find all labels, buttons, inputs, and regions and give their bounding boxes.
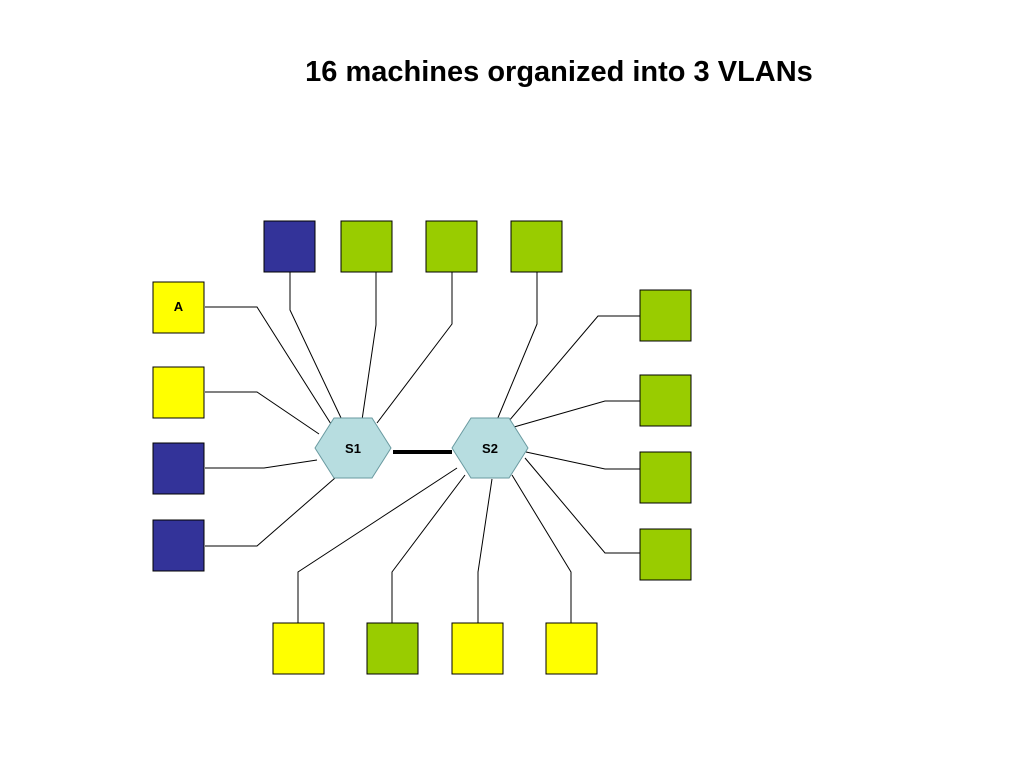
link-r1-s2 xyxy=(507,315,640,423)
machine-box xyxy=(366,622,419,675)
machine-box xyxy=(152,442,205,495)
link-a-s1 xyxy=(205,306,332,425)
machine-b2 xyxy=(366,622,419,675)
machine-r3 xyxy=(639,451,692,504)
switch-label: S1 xyxy=(345,441,361,456)
machine-l2 xyxy=(152,366,205,419)
machine-box xyxy=(639,289,692,342)
switch-hexagon xyxy=(314,417,392,479)
link-r2-s2 xyxy=(513,400,640,428)
machine-l3 xyxy=(152,442,205,495)
machine-box xyxy=(152,366,205,419)
machine-box xyxy=(639,528,692,581)
machine-box xyxy=(425,220,478,273)
machine-t4 xyxy=(510,220,563,273)
link-b2-s2 xyxy=(391,474,466,623)
machine-label: A xyxy=(174,299,184,314)
link-b4-s2 xyxy=(511,474,572,623)
machine-t3 xyxy=(425,220,478,273)
link-l2-s1 xyxy=(205,391,320,435)
machine-box xyxy=(639,451,692,504)
machine-box xyxy=(152,281,205,334)
link-t1-s1 xyxy=(289,272,343,421)
machine-t2 xyxy=(340,220,393,273)
machine-b4 xyxy=(545,622,598,675)
link-t2-s1 xyxy=(361,272,377,421)
machine-box xyxy=(545,622,598,675)
switch-s1: S1 xyxy=(314,417,392,479)
machine-b1 xyxy=(272,622,325,675)
machine-box xyxy=(263,220,316,273)
machines-layer: A xyxy=(152,220,692,675)
machine-box xyxy=(510,220,563,273)
machine-l4 xyxy=(152,519,205,572)
machine-b3 xyxy=(451,622,504,675)
machine-box xyxy=(152,519,205,572)
machine-r4 xyxy=(639,528,692,581)
machine-a: A xyxy=(152,281,205,334)
link-r4-s2 xyxy=(524,457,640,554)
link-r3-s2 xyxy=(525,451,640,470)
link-b1-s2 xyxy=(297,467,458,623)
link-l4-s1 xyxy=(205,477,336,547)
link-t4-s2 xyxy=(496,272,538,421)
machine-r1 xyxy=(639,289,692,342)
machine-box xyxy=(272,622,325,675)
switch-s2: S2 xyxy=(451,417,529,479)
link-b3-s2 xyxy=(477,478,493,623)
machine-t1 xyxy=(263,220,316,273)
link-t3-s1 xyxy=(376,272,453,424)
switch-label: S2 xyxy=(482,441,498,456)
machine-box xyxy=(340,220,393,273)
machine-r2 xyxy=(639,374,692,427)
switch-hexagon xyxy=(451,417,529,479)
switches-layer: S1 S2 xyxy=(314,417,529,479)
links-layer xyxy=(205,272,640,623)
machine-box xyxy=(639,374,692,427)
machine-box xyxy=(451,622,504,675)
link-l3-s1 xyxy=(205,459,318,469)
slide-title: 16 machines organized into 3 VLANs xyxy=(305,56,813,88)
